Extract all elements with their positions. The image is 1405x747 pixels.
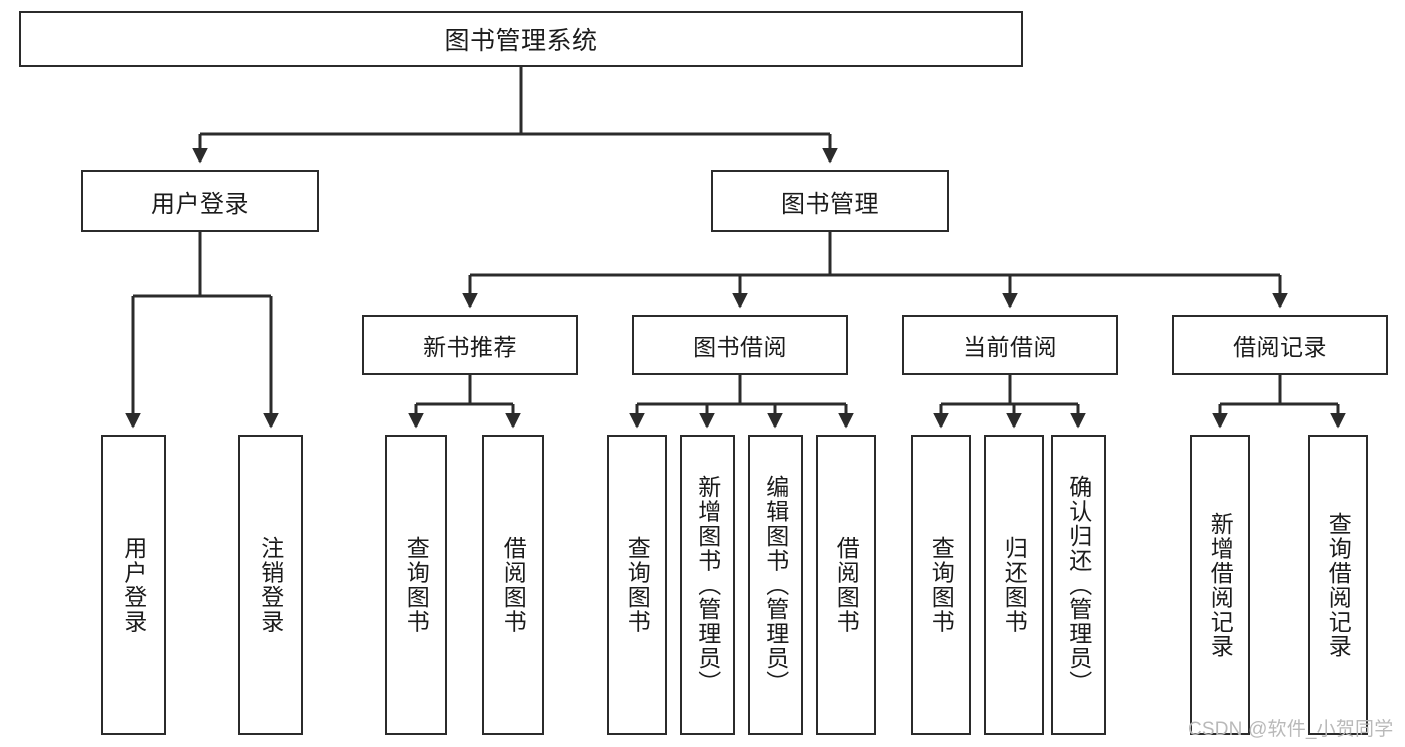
leaf-add-book-admin-label: 新增图书（管理员） (694, 475, 721, 695)
leaf-edit-book-admin-label: 编辑图书（管理员） (762, 475, 789, 695)
leaf-query-borrow-record[interactable]: 查询借阅记录 (1308, 435, 1368, 735)
leaf-borrow-book-label: 借阅图书 (833, 536, 860, 634)
node-borrow-record[interactable]: 借阅记录 (1172, 315, 1388, 375)
leaf-return-book[interactable]: 归还图书 (984, 435, 1044, 735)
leaf-query-book-label: 查询图书 (624, 536, 651, 634)
leaf-query-book-current-label: 查询图书 (928, 536, 955, 634)
leaf-return-book-label: 归还图书 (1001, 536, 1028, 634)
leaf-user-login-label: 用户登录 (120, 536, 147, 634)
leaf-edit-book-admin[interactable]: 编辑图书（管理员） (748, 435, 803, 735)
csdn-watermark: CSDN @软件_小贺同学 (1188, 719, 1394, 740)
leaf-confirm-return-admin[interactable]: 确认归还（管理员） (1051, 435, 1106, 735)
leaf-query-book-recommend-label: 查询图书 (403, 536, 430, 634)
node-current-borrow-label: 当前借阅 (963, 334, 1057, 360)
leaf-add-borrow-record[interactable]: 新增借阅记录 (1190, 435, 1250, 735)
node-user-login[interactable]: 用户登录 (81, 170, 319, 232)
node-user-login-label: 用户登录 (151, 190, 249, 218)
leaf-query-book-recommend[interactable]: 查询图书 (385, 435, 447, 735)
node-book-borrow[interactable]: 图书借阅 (632, 315, 848, 375)
leaf-query-book-current[interactable]: 查询图书 (911, 435, 971, 735)
leaf-user-login[interactable]: 用户登录 (101, 435, 166, 735)
leaf-logout-label: 注销登录 (257, 536, 284, 634)
node-new-book-recommend[interactable]: 新书推荐 (362, 315, 578, 375)
leaf-query-book[interactable]: 查询图书 (607, 435, 667, 735)
leaf-confirm-return-admin-label: 确认归还（管理员） (1065, 475, 1092, 695)
node-borrow-record-label: 借阅记录 (1233, 334, 1327, 360)
leaf-query-borrow-record-label: 查询借阅记录 (1325, 511, 1352, 659)
node-root[interactable]: 图书管理系统 (19, 11, 1023, 67)
leaf-borrow-book-recommend[interactable]: 借阅图书 (482, 435, 544, 735)
node-current-borrow[interactable]: 当前借阅 (902, 315, 1118, 375)
leaf-borrow-book[interactable]: 借阅图书 (816, 435, 876, 735)
node-book-management[interactable]: 图书管理 (711, 170, 949, 232)
node-new-book-recommend-label: 新书推荐 (423, 334, 517, 360)
node-book-management-label: 图书管理 (781, 190, 879, 218)
leaf-borrow-book-recommend-label: 借阅图书 (500, 536, 527, 634)
leaf-add-book-admin[interactable]: 新增图书（管理员） (680, 435, 735, 735)
leaf-logout[interactable]: 注销登录 (238, 435, 303, 735)
leaf-add-borrow-record-label: 新增借阅记录 (1207, 511, 1234, 659)
node-root-label: 图书管理系统 (444, 27, 598, 55)
node-book-borrow-label: 图书借阅 (693, 334, 787, 360)
